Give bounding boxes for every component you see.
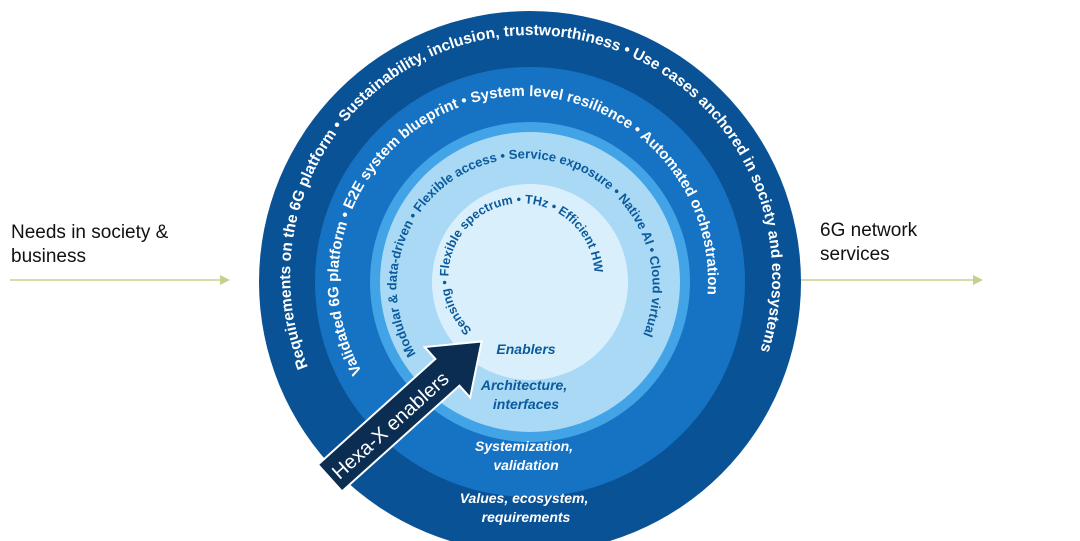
right-arrow-head bbox=[973, 275, 983, 285]
label-architecture: Architecture, interfaces bbox=[480, 377, 571, 412]
label-systemization: Systemization, validation bbox=[475, 438, 577, 473]
label-architecture-line1: Architecture, bbox=[480, 377, 567, 393]
label-architecture-line2: interfaces bbox=[493, 396, 559, 412]
label-values: Values, ecosystem, requirements bbox=[460, 490, 593, 525]
right-side-label-line2: services bbox=[820, 244, 890, 265]
right-side-label: 6G network services bbox=[820, 219, 917, 267]
ring-inner bbox=[432, 184, 628, 380]
label-values-line1: Values, ecosystem, bbox=[460, 490, 589, 506]
label-systemization-line1: Systemization, bbox=[475, 438, 573, 454]
left-side-label-line1: Needs in society & bbox=[11, 222, 169, 243]
label-systemization-line2: validation bbox=[493, 457, 558, 473]
left-arrow-head bbox=[220, 275, 230, 285]
label-values-line2: requirements bbox=[482, 509, 571, 525]
right-side-label-line1: 6G network bbox=[820, 220, 918, 241]
left-side-label: Needs in society & business bbox=[11, 221, 168, 269]
label-enablers: Enablers bbox=[496, 341, 555, 357]
left-side-label-line2: business bbox=[11, 246, 86, 267]
hexa-x-arrow-shape bbox=[316, 340, 483, 493]
